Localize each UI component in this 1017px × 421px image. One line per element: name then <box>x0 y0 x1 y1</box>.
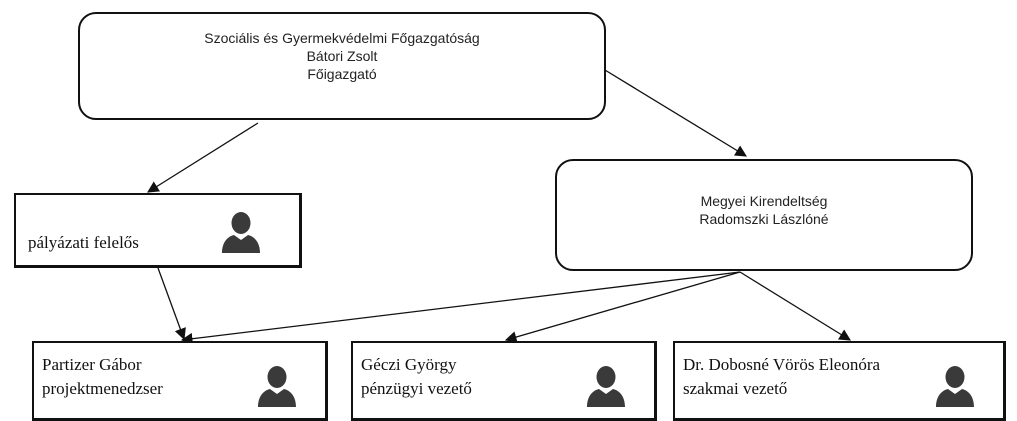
edge-county-office-to-professional-manager <box>739 271 851 341</box>
person-silhouette-icon <box>219 209 263 253</box>
application-officer-role: pályázati felelős <box>28 233 139 252</box>
person-silhouette-icon <box>584 363 628 407</box>
project-manager-name: Partizer Gábor <box>42 355 142 374</box>
project-manager-card: Partizer Gábor projektmenedzser <box>32 341 328 421</box>
person-silhouette-icon <box>933 363 977 407</box>
county-office-node: Megyei Kirendeltség Radomszki Lászlóné <box>555 159 973 271</box>
financial-manager-card: Géczi György pénzügyi vezető <box>351 341 657 421</box>
edge-county-office-to-project-manager <box>180 271 741 345</box>
person-silhouette-icon <box>255 363 299 407</box>
professional-manager-role: szakmai vezető <box>683 379 788 398</box>
edge-director-to-application-officer <box>147 122 259 193</box>
professional-manager-card: Dr. Dobosné Vörös Eleonóra szakmai vezet… <box>673 341 1006 421</box>
director-org-name: Szociális és Gyermekvédelmi Főgazgatóság <box>204 30 480 46</box>
project-manager-role: projektmenedzser <box>42 379 163 398</box>
county-office-person-name: Radomszki Lászlóné <box>699 211 829 227</box>
director-person-name: Bátori Zsolt <box>306 48 378 64</box>
county-office-name: Megyei Kirendeltség <box>700 193 828 209</box>
director-role: Főigazgató <box>307 66 377 82</box>
director-node: Szociális és Gyermekvédelmi Főgazgatóság… <box>78 12 606 120</box>
edge-application-officer-to-project-manager <box>157 267 186 341</box>
edge-county-office-to-financial-manager <box>504 271 741 343</box>
financial-manager-name: Géczi György <box>361 355 457 374</box>
financial-manager-role: pénzügyi vezető <box>361 379 472 398</box>
application-officer-card: pályázati felelős <box>14 193 302 268</box>
professional-manager-name: Dr. Dobosné Vörös Eleonóra <box>683 355 881 374</box>
edge-director-to-county-office <box>599 66 747 157</box>
